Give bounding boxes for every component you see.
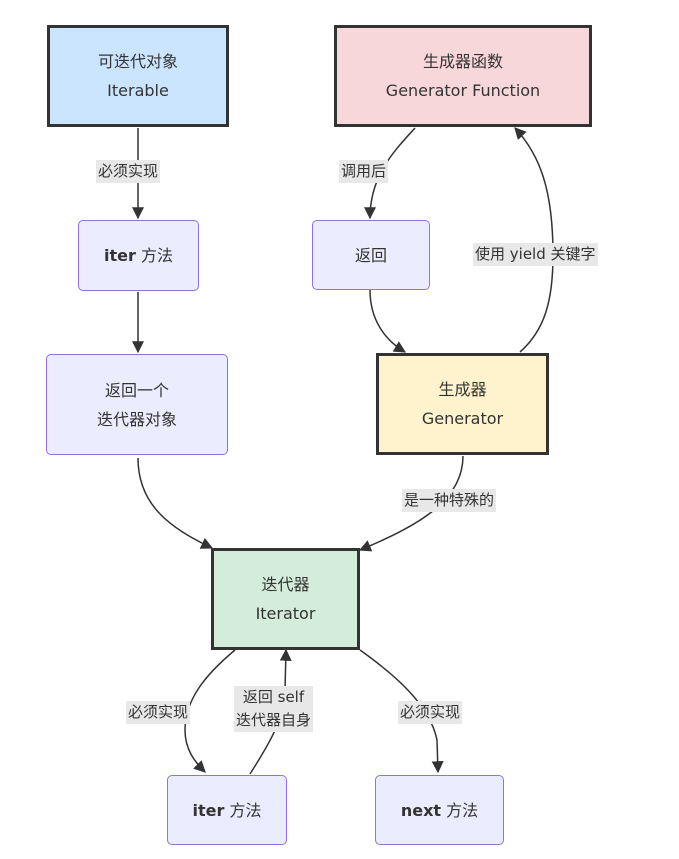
generator-function-subtitle: Generator Function xyxy=(385,81,541,100)
iter-method-node-top: iter 方法 xyxy=(78,220,199,291)
edge-label-must-implement-3: 必须实现 xyxy=(398,701,463,724)
generator-function-node: 生成器函数 Generator Function xyxy=(334,25,592,127)
iterable-subtitle: Iterable xyxy=(107,81,169,100)
return-iterator-object-node: 返回一个 迭代器对象 xyxy=(46,354,228,455)
generator-node: 生成器 Generator xyxy=(376,353,549,455)
iter-method-node-bottom: iter 方法 xyxy=(167,775,287,845)
next-method-node: next 方法 xyxy=(375,775,504,845)
edge-label-is-special: 是一种特殊的 xyxy=(402,489,497,512)
return-node-label: 返回 xyxy=(354,245,387,265)
edge-iterator-to-iter-bottom xyxy=(184,649,236,773)
edge-return-iter-obj-to-iterator xyxy=(137,457,214,549)
edge-label-after-call: 调用后 xyxy=(339,160,389,183)
next-method-keyword: next xyxy=(400,800,442,820)
iter-method-top-suffix: 方法 xyxy=(135,246,173,265)
iterator-title: 迭代器 xyxy=(261,575,310,594)
edge-label-uses-yield: 使用 yield 关键字 xyxy=(473,243,598,266)
iterable-title: 可迭代对象 xyxy=(97,52,178,71)
generator-subtitle: Generator xyxy=(421,409,504,428)
edge-label-return-self-line1: 返回 self xyxy=(242,688,305,706)
edge-label-must-implement-2: 必须实现 xyxy=(126,701,191,724)
iterator-node: 迭代器 Iterator xyxy=(211,548,360,650)
edge-label-return-self-line2: 迭代器自身 xyxy=(236,711,312,729)
edge-generator-to-genfunc xyxy=(514,127,554,353)
return-iterator-object-line2: 迭代器对象 xyxy=(96,409,177,429)
return-iterator-object-line1: 返回一个 xyxy=(104,380,169,400)
edge-iterator-to-next xyxy=(359,649,444,774)
generator-function-title: 生成器函数 xyxy=(422,52,503,71)
edge-label-return-self: 返回 self 迭代器自身 xyxy=(234,686,314,732)
iter-method-bottom-keyword: iter xyxy=(192,800,225,820)
next-method-suffix: 方法 xyxy=(441,800,479,820)
iterator-subtitle: Iterator xyxy=(255,604,316,623)
edge-label-must-implement-1: 必须实现 xyxy=(96,160,161,183)
iter-method-top-keyword: iter xyxy=(104,246,136,265)
return-node: 返回 xyxy=(312,220,430,290)
generator-title: 生成器 xyxy=(438,380,487,399)
iterable-node: 可迭代对象 Iterable xyxy=(47,25,229,127)
edge-return-to-generator xyxy=(369,289,407,353)
iter-method-bottom-suffix: 方法 xyxy=(224,800,262,820)
